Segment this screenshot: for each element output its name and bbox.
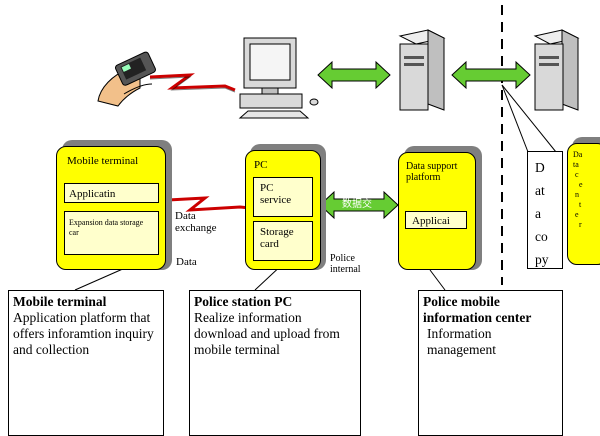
pointer-center: [429, 269, 446, 291]
callout-center-body: Information management: [427, 326, 496, 357]
pc-box: PC PC service Storage card: [245, 150, 321, 270]
data-copy-box: D at a co py: [527, 151, 563, 269]
police-internal-label: Police internal: [330, 253, 361, 275]
data-copy-text: D at a co py: [535, 160, 549, 267]
arrow-server-server: [451, 60, 531, 90]
arrow-pc-server: [317, 60, 391, 90]
mobile-app-box: Applicatin: [64, 183, 159, 203]
data-label: Data: [176, 256, 197, 268]
data-support-app-box: Applicai: [405, 211, 467, 229]
server-icon-1: [398, 29, 446, 111]
storage-card-box: Storage card: [253, 221, 313, 261]
expansion-storage-box: Expansion data storage car: [64, 211, 159, 255]
cable-middle: [167, 196, 251, 212]
chinese-label: 数据交: [342, 199, 372, 210]
mobile-terminal-box: Mobile terminal Applicatin Expansion dat…: [56, 146, 166, 270]
callout-mobile-terminal: Mobile terminal Application platform tha…: [8, 290, 164, 436]
callout-mobile-title: Mobile terminal: [13, 294, 107, 309]
pc-title: PC: [254, 159, 268, 171]
callout-police-center: Police mobile information center Informa…: [418, 290, 563, 436]
desktop-computer-icon: [238, 37, 319, 119]
callout-mobile-body: Application platform that offers inforam…: [13, 310, 154, 357]
data-exchange-label: Data exchange: [175, 210, 217, 234]
data-center-box: Da ta c e n t e r: [567, 143, 600, 265]
callout-pc-title: Police station PC: [194, 294, 293, 309]
data-center-text: Da ta c e n t e r: [573, 150, 583, 229]
data-support-box: Data support platform Applicai: [398, 152, 476, 270]
pc-service-box: PC service: [253, 177, 313, 217]
pointer-mobile: [74, 267, 126, 291]
pointer-copy-a: [501, 84, 529, 153]
callout-center-title: Police mobile information center: [423, 294, 532, 325]
callout-police-station-pc: Police station PC Realize information do…: [189, 290, 361, 436]
server-icon-2: [533, 29, 580, 111]
handheld-device-icon: [97, 51, 156, 107]
pointer-copy-b: [501, 84, 557, 153]
data-support-title: Data support platform: [406, 161, 458, 183]
cable-top: [149, 73, 236, 92]
mobile-terminal-title: Mobile terminal: [67, 155, 139, 167]
callout-pc-body: Realize information download and upload …: [194, 310, 340, 357]
